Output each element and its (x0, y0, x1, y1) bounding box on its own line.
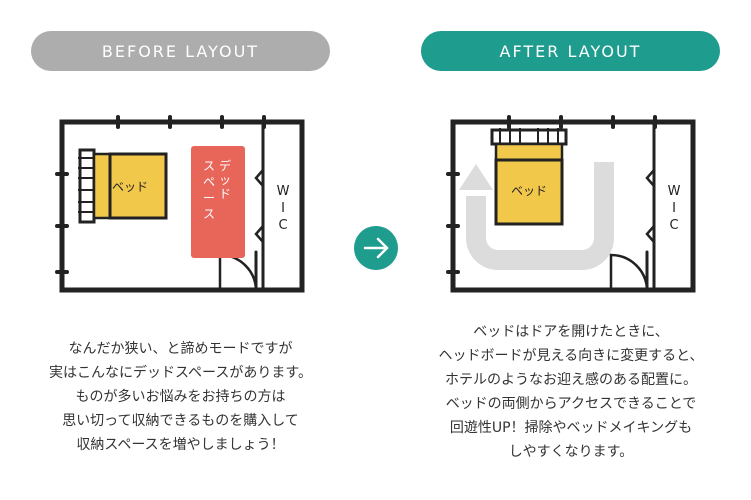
svg-text:C: C (669, 218, 678, 233)
svg-text:I: I (281, 201, 285, 216)
svg-text:I: I (672, 201, 676, 216)
after-closet-label: WIC (668, 184, 681, 233)
before-layout-title: BEFORE LAYOUT (101, 41, 260, 61)
after-caption: ベッドはドアを開けたときに、 ヘッドボードが見える向きに変更すると、 ホテルのよ… (401, 320, 741, 464)
before-door (218, 253, 258, 292)
after-bed: ベッド (490, 128, 568, 226)
u-turn-arrow-icon (459, 162, 614, 270)
before-caption-line: 実はこんなにデッドスペースがあります。 (49, 365, 312, 381)
before-bed: ベッド (78, 148, 168, 224)
before-layout-header: BEFORE LAYOUT (31, 31, 330, 71)
before-caption: なんだか狭い、と諦めモードですが 実はこんなにデッドスペースがあります。 ものが… (31, 337, 330, 457)
dead-space-label-col1: デッド (219, 158, 231, 201)
after-door (609, 253, 649, 292)
after-caption-line: ベッドはドアを開けたときに、 (473, 324, 669, 340)
arrow-right-icon (354, 226, 398, 270)
before-caption-line: 収納スペースを増やしましょう！ (76, 437, 285, 453)
before-closet-label: WIC (277, 184, 290, 233)
before-caption-line: なんだか狭い、と諦めモードですが (68, 341, 293, 357)
after-caption-line: 回遊性UP！掃除やベッドメイキングも (449, 420, 693, 436)
after-layout-header: AFTER LAYOUT (421, 31, 720, 71)
before-bed-label: ベッド (112, 180, 148, 194)
after-caption-line: しやすくなります。 (508, 444, 634, 460)
svg-text:W: W (668, 184, 681, 199)
after-caption-line: ホテルのようなお迎え感のある配置に。 (445, 372, 697, 388)
before-caption-line: 思い切って収納できるものを購入して (62, 413, 299, 429)
dead-space-area: デッド スペース (191, 146, 245, 258)
after-room-wall (450, 119, 696, 293)
before-floor-plan (55, 115, 305, 293)
after-layout-title: AFTER LAYOUT (499, 41, 642, 61)
after-caption-line: ベッドの両側からアクセスできることで (445, 396, 697, 412)
after-bed-label: ベッド (511, 184, 547, 198)
svg-text:W: W (277, 184, 290, 199)
before-caption-line: ものが多いお悩みをお持ちの方は (75, 389, 286, 405)
before-room-wall (59, 119, 305, 293)
after-caption-line: ヘッドボードが見える向きに変更すると、 (438, 348, 704, 364)
after-floor-plan (446, 115, 696, 293)
svg-text:C: C (278, 218, 287, 233)
dead-space-label-col2: スペース (203, 159, 215, 221)
